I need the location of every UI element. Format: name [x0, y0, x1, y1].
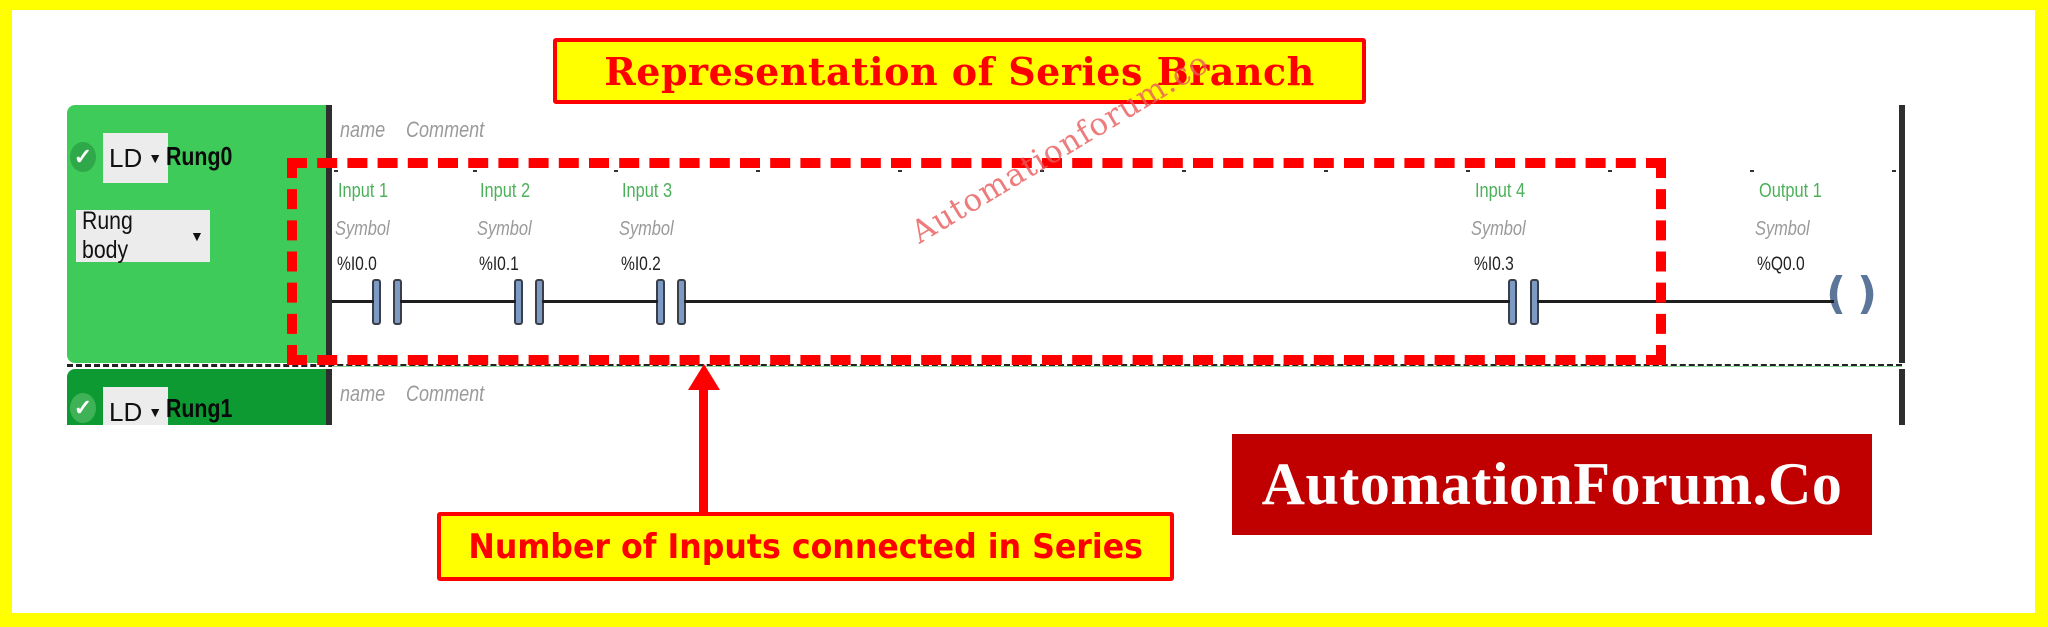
rung-separator: [67, 364, 1902, 367]
right-power-rail: [1899, 105, 1905, 363]
wire: [332, 300, 374, 303]
coil-open-icon: (: [1826, 268, 1847, 319]
element-symbol: Symbol: [619, 218, 674, 240]
grid-marker: [1040, 170, 1044, 172]
title-banner: Representation of Series Branch: [553, 38, 1366, 104]
element-label: Input 4: [1475, 180, 1526, 202]
element-label: Input 3: [622, 180, 673, 202]
rung-comment-field[interactable]: Comment: [406, 381, 485, 406]
callout-text: Number of Inputs connected in Series: [468, 526, 1143, 567]
rung-name: Rung1: [166, 393, 233, 423]
grid-marker: [1182, 170, 1186, 172]
element-label: Output 1: [1759, 180, 1822, 202]
wire: [684, 300, 1510, 303]
grid-marker: [756, 170, 760, 172]
rung-name-field[interactable]: name: [340, 117, 386, 142]
rung0-header-panel[interactable]: ✓ LD ▼ Rung0 Rung body ▼: [67, 105, 326, 363]
grid-marker: [614, 170, 618, 172]
left-power-rail: [326, 105, 332, 364]
brand-logo: AutomationForum.Co: [1232, 434, 1872, 535]
element-address: %I0.0: [337, 254, 377, 275]
left-power-rail: [326, 369, 332, 425]
grid-marker: [1750, 170, 1754, 172]
rung-name: Rung0: [166, 141, 233, 171]
grid-marker: [473, 170, 477, 172]
chevron-down-icon: ▼: [148, 150, 163, 166]
grid-marker: [1608, 170, 1612, 172]
language-dropdown[interactable]: LD ▼: [103, 387, 169, 426]
wire: [542, 300, 658, 303]
check-valid-icon: ✓: [70, 393, 96, 423]
element-address: %Q0.0: [1757, 254, 1805, 275]
coil-close-icon: ): [1857, 268, 1878, 319]
rung-separator-line: [332, 366, 1902, 367]
element-symbol: Symbol: [477, 218, 532, 240]
arrow-shaft: [699, 385, 708, 513]
wire: [1537, 300, 1834, 303]
element-symbol: Symbol: [1471, 218, 1526, 240]
element-symbol: Symbol: [335, 218, 390, 240]
grid-marker: [1892, 170, 1896, 172]
chevron-down-icon: ▼: [148, 404, 163, 420]
grid-marker: [1466, 170, 1470, 172]
grid-marker: [334, 170, 338, 172]
rung1-header-panel[interactable]: ✓ LD ▼ Rung1: [67, 369, 326, 425]
element-symbol: Symbol: [1755, 218, 1810, 240]
grid-marker: [898, 170, 902, 172]
title-text: Representation of Series Branch: [604, 48, 1315, 94]
rung-name-field[interactable]: name: [340, 381, 386, 406]
section-value: Rung body: [82, 207, 133, 264]
series-highlight-box: [287, 158, 1666, 365]
element-label: Input 1: [338, 180, 389, 202]
logo-text: AutomationForum.Co: [1261, 451, 1843, 517]
callout-box: Number of Inputs connected in Series: [437, 512, 1174, 581]
element-label: Input 2: [480, 180, 531, 202]
check-valid-icon: ✓: [70, 142, 96, 172]
element-address: %I0.2: [621, 254, 661, 275]
language-dropdown[interactable]: LD ▼: [103, 133, 169, 183]
wire: [400, 300, 516, 303]
grid-marker: [1324, 170, 1328, 172]
element-address: %I0.3: [1474, 254, 1514, 275]
chevron-down-icon: ▼: [190, 228, 204, 244]
element-address: %I0.1: [479, 254, 519, 275]
rung-comment-field[interactable]: Comment: [406, 117, 485, 142]
language-value: LD: [109, 396, 143, 426]
right-power-rail: [1899, 369, 1905, 425]
rung-section-dropdown[interactable]: Rung body ▼: [76, 207, 210, 264]
language-value: LD: [109, 142, 143, 173]
